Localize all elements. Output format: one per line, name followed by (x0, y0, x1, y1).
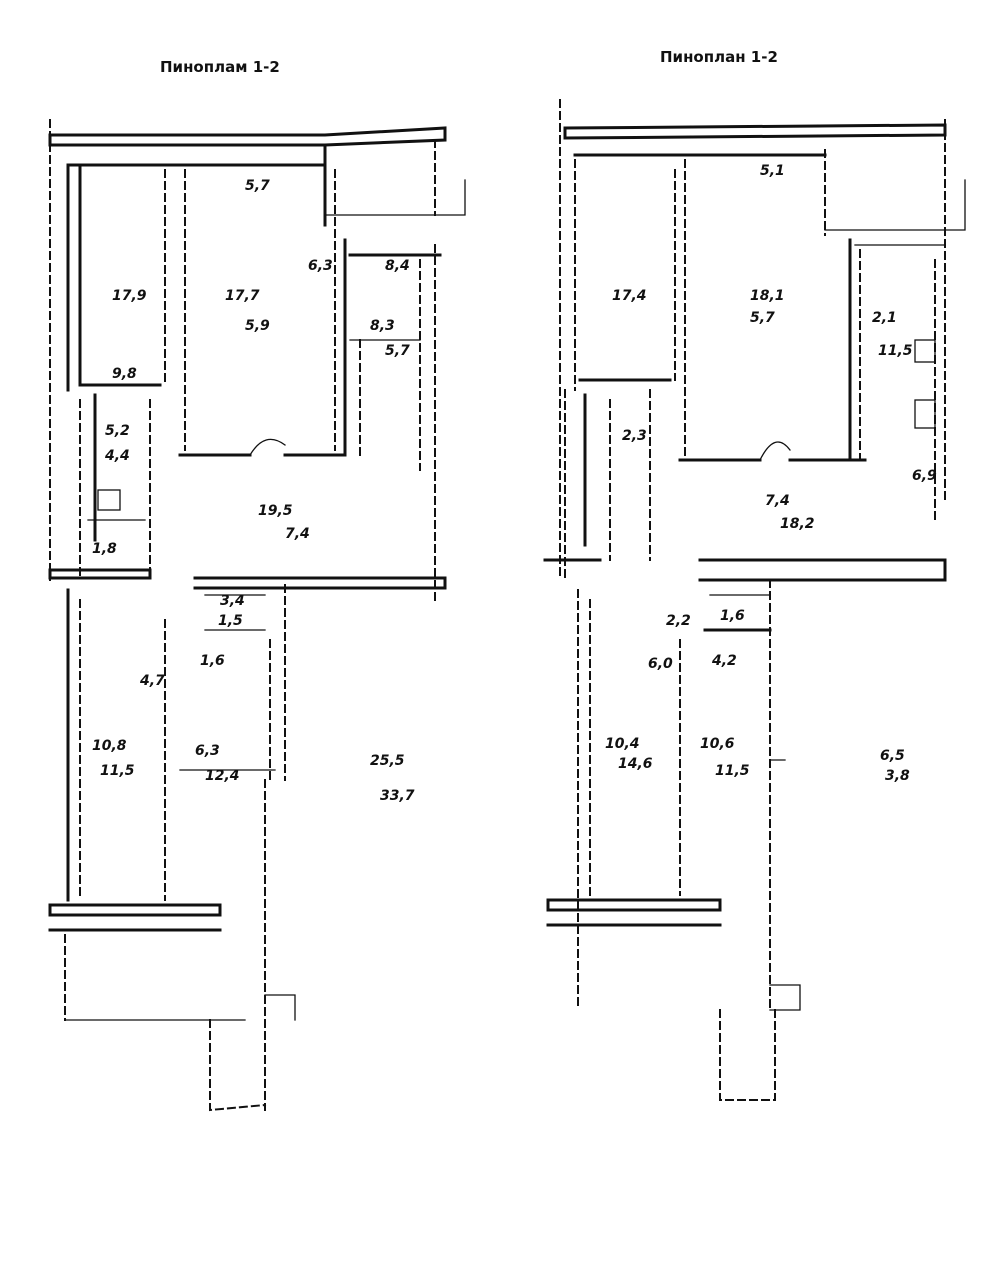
left-plan (48, 119, 466, 1112)
room-number: 10,6 (700, 736, 735, 752)
room-number: 5,9 (245, 318, 270, 334)
room-number: 5,1 (760, 163, 785, 179)
room-area: 4,2 (711, 653, 737, 669)
room-number: 5,7 (245, 178, 270, 194)
room-number: 1,6 (720, 608, 745, 624)
room-area: 3,8 (885, 768, 910, 784)
room-number: 2,1 (872, 310, 897, 326)
right-plan-title: Пиноплан 1-2 (660, 48, 778, 66)
right-room-labels: 5,1 17,4 5,7 18,1 2,1 11,5 6,9 2,3 7,4 1… (605, 163, 937, 784)
room-number: 10,8 (92, 738, 127, 754)
room-area: 8,3 (370, 318, 395, 334)
room-area: 18,1 (750, 288, 785, 304)
room-area: 11,5 (100, 763, 135, 779)
room-area: 14,6 (618, 756, 653, 772)
room-number: 6,9 (912, 468, 937, 484)
room-area: 19,5 (258, 503, 293, 519)
room-number: 7,4 (285, 526, 310, 542)
room-area: 11,5 (878, 343, 913, 359)
room-area: 11,5 (715, 763, 750, 779)
room-area: 18,2 (780, 516, 815, 532)
right-plan (543, 99, 966, 1101)
room-number: 6,5 (880, 748, 905, 764)
room-number: 10,4 (605, 736, 640, 752)
room-number: 6,3 (308, 258, 333, 274)
room-area: 33,7 (380, 788, 415, 804)
room-area: 4,7 (139, 673, 165, 689)
room-area: 12,4 (205, 768, 240, 784)
room-number: 6,0 (648, 656, 673, 672)
room-area: 8,4 (385, 258, 410, 274)
room-area: 1,8 (92, 541, 117, 557)
left-plan-title: Пиноплам 1-2 (160, 58, 280, 76)
room-number: 5,7 (385, 343, 410, 359)
room-number: 5,7 (750, 310, 775, 326)
room-area: 4,4 (104, 448, 130, 464)
room-number: 3,4 (220, 593, 245, 609)
room-area: 17,7 (225, 288, 260, 304)
room-area: 17,4 (612, 288, 647, 304)
room-number: 7,4 (765, 493, 790, 509)
room-number: 6,3 (195, 743, 220, 759)
left-room-labels: 5,7 17,9 5,9 17,7 6,3 8,4 5,7 8,3 9,8 4,… (92, 178, 415, 804)
room-number: 25,5 (370, 753, 405, 769)
room-number: 5,2 (105, 423, 130, 439)
room-area: 2,3 (622, 428, 647, 444)
room-area: 17,9 (112, 288, 147, 304)
room-area: 1,5 (218, 613, 243, 629)
room-number: 1,6 (200, 653, 225, 669)
room-area: 2,2 (666, 613, 691, 629)
room-number: 9,8 (112, 366, 137, 382)
